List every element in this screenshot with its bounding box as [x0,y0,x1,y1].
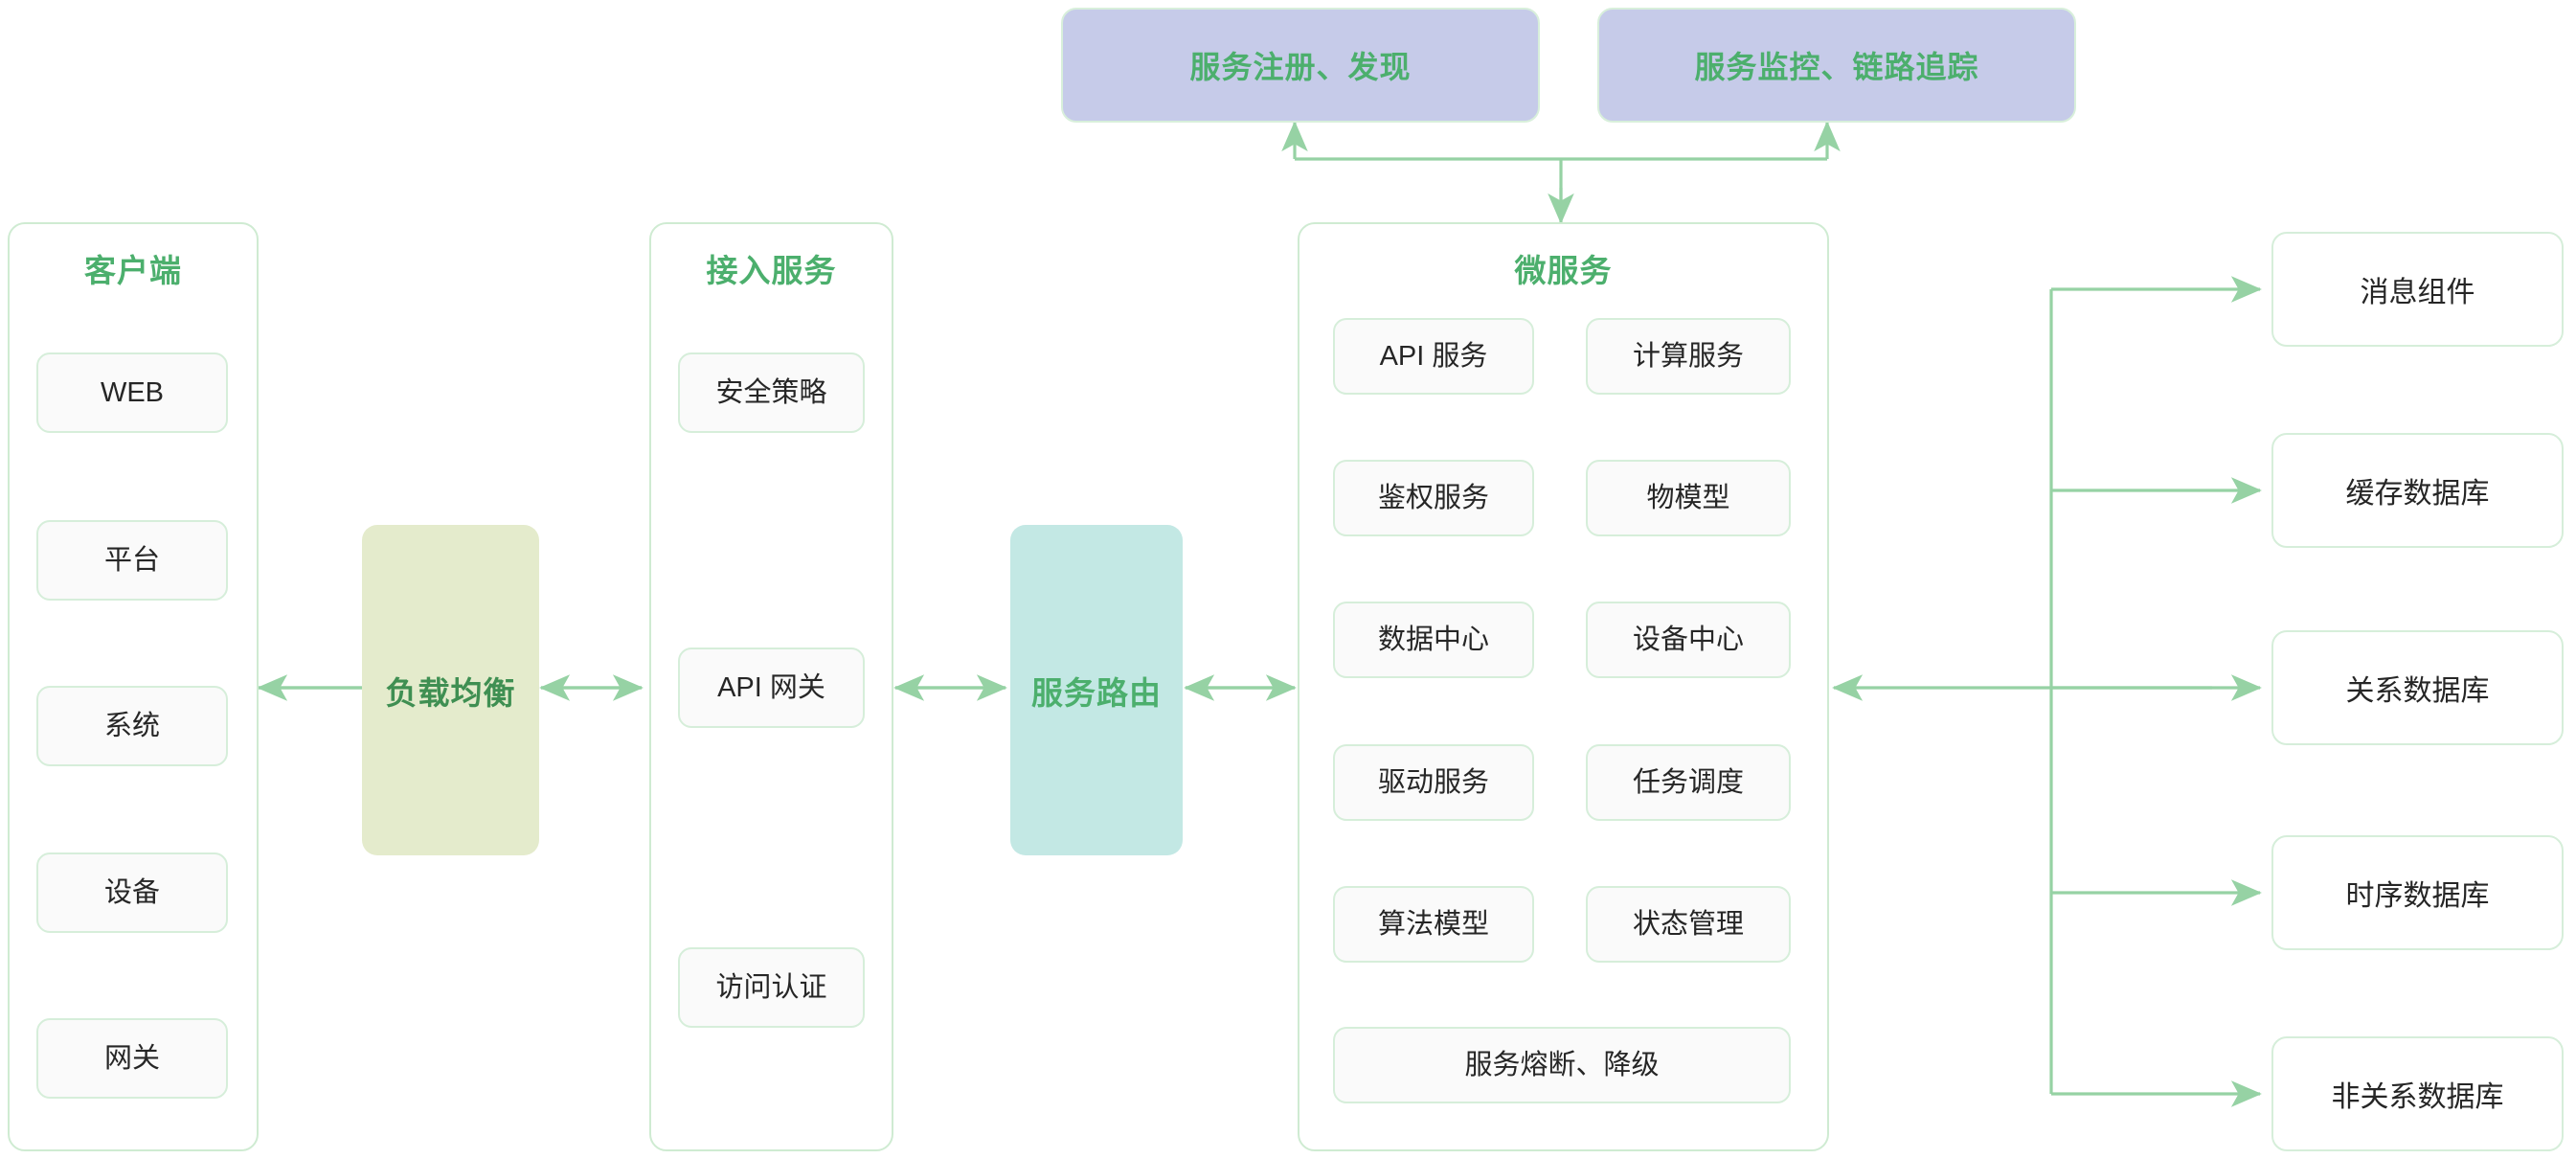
microservice-item-circuit-breaker[interactable]: 服务熔断、降级 [1333,1027,1791,1103]
storage-item-relational-db-label: 关系数据库 [2345,675,2490,707]
client-item-gateway-label: 网关 [103,1042,160,1074]
group-microservice-title: 微服务 [1514,253,1613,288]
storage-item-message-component-label: 消息组件 [2360,277,2475,308]
microservice-item-data-center[interactable]: 数据中心 [1333,602,1534,678]
microservice-item-state-mgmt-label: 状态管理 [1632,908,1744,940]
microservice-item-device-center[interactable]: 设备中心 [1586,602,1791,678]
microservice-item-task-schedule-label: 任务调度 [1632,766,1744,798]
microservice-item-api[interactable]: API 服务 [1333,318,1534,395]
microservice-item-api-label: API 服务 [1379,340,1488,372]
storage-item-nonrelational-db-label: 非关系数据库 [2331,1081,2504,1113]
load-balancer-box[interactable]: 负载均衡 [362,525,539,855]
access-item-api-gateway[interactable]: API 网关 [678,648,865,728]
client-item-web-label: WEB [100,376,165,408]
top-box-service-registry[interactable]: 服务注册、发现 [1061,8,1540,123]
microservice-item-auth[interactable]: 鉴权服务 [1333,460,1534,536]
storage-item-nonrelational-db[interactable]: 非关系数据库 [2271,1036,2564,1151]
load-balancer-label: 负载均衡 [385,674,516,711]
microservice-item-device-center-label: 设备中心 [1632,624,1744,655]
microservice-item-algorithm-label: 算法模型 [1377,908,1489,940]
client-item-gateway[interactable]: 网关 [36,1018,228,1099]
storage-item-message-component[interactable]: 消息组件 [2271,232,2564,347]
service-router-label: 服务路由 [1031,674,1162,711]
microservice-item-driver[interactable]: 驱动服务 [1333,744,1534,821]
storage-item-relational-db[interactable]: 关系数据库 [2271,630,2564,745]
access-item-access-auth-label: 访问认证 [715,971,827,1003]
microservice-item-algorithm[interactable]: 算法模型 [1333,886,1534,963]
microservice-item-thing-model-label: 物模型 [1646,482,1730,513]
group-client-title: 客户端 [84,253,182,288]
top-box-service-monitoring[interactable]: 服务监控、链路追踪 [1597,8,2076,123]
access-item-api-gateway-label: API 网关 [717,671,825,703]
access-item-security-policy[interactable]: 安全策略 [678,352,865,433]
microservice-item-compute-label: 计算服务 [1632,340,1744,372]
microservice-item-state-mgmt[interactable]: 状态管理 [1586,886,1791,963]
client-item-device-label: 设备 [103,876,160,908]
client-item-platform[interactable]: 平台 [36,520,228,601]
access-item-security-policy-label: 安全策略 [715,376,827,408]
storage-item-cache-db[interactable]: 缓存数据库 [2271,433,2564,548]
microservice-item-circuit-breaker-label: 服务熔断、降级 [1464,1049,1660,1080]
service-router-box[interactable]: 服务路由 [1010,525,1183,855]
microservice-item-driver-label: 驱动服务 [1377,766,1489,798]
microservice-item-compute[interactable]: 计算服务 [1586,318,1791,395]
access-item-access-auth[interactable]: 访问认证 [678,947,865,1028]
client-item-device[interactable]: 设备 [36,852,228,933]
client-item-platform-label: 平台 [103,544,160,576]
client-item-web[interactable]: WEB [36,352,228,433]
top-box-service-registry-label: 服务注册、发现 [1189,50,1412,84]
client-item-system[interactable]: 系统 [36,686,228,766]
storage-item-timeseries-db-label: 时序数据库 [2345,880,2490,912]
storage-item-timeseries-db[interactable]: 时序数据库 [2271,835,2564,950]
storage-item-cache-db-label: 缓存数据库 [2345,478,2490,510]
client-item-system-label: 系统 [103,710,160,741]
microservice-item-thing-model[interactable]: 物模型 [1586,460,1791,536]
microservice-item-task-schedule[interactable]: 任务调度 [1586,744,1791,821]
microservice-item-data-center-label: 数据中心 [1377,624,1489,655]
microservice-item-auth-label: 鉴权服务 [1377,482,1489,513]
group-access-service-title: 接入服务 [706,253,837,288]
top-box-service-monitoring-label: 服务监控、链路追踪 [1694,50,1979,84]
